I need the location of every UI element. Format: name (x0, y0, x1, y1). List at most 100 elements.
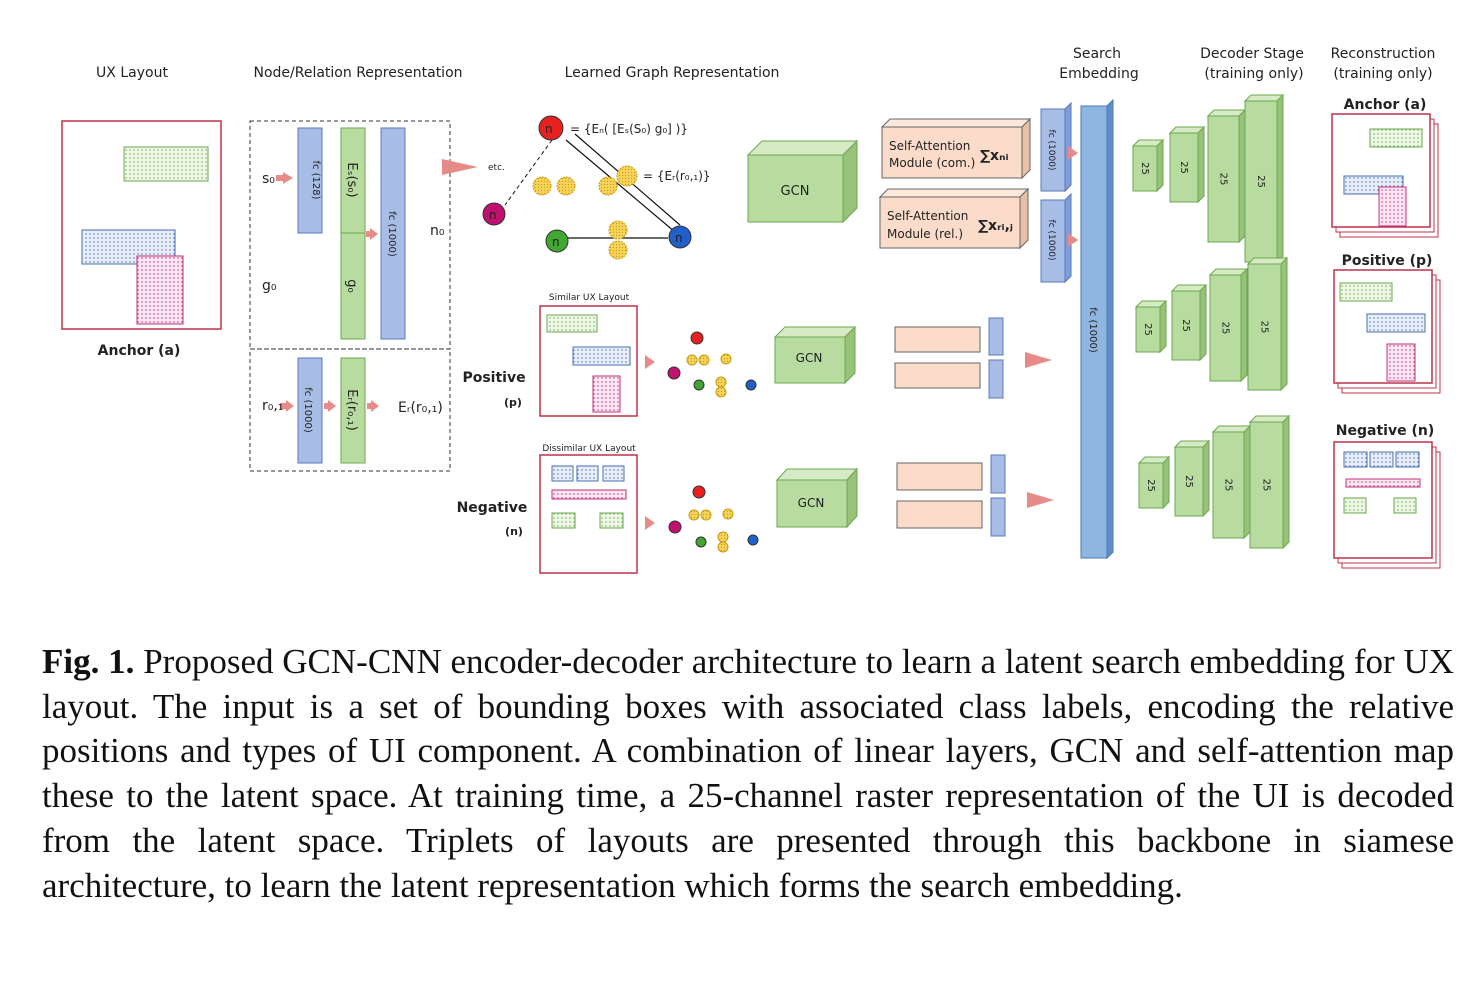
header-decoder-1: Decoder Stage (1200, 46, 1304, 62)
header-search-1: Search (1073, 46, 1121, 62)
graph-node-n2: n (552, 235, 560, 249)
negative-branch (539, 454, 1054, 574)
decoder-stage: 25 25 25 25 25 25 25 25 25 25 25 25 (1131, 93, 1291, 550)
decoder-block (1249, 421, 1284, 549)
decoder-channel-label: 25 (1261, 479, 1272, 492)
decoder-block-side (1282, 414, 1290, 550)
architecture-diagram: UX Layout Node/Relation Representation L… (61, 46, 1441, 574)
learned-graph (482, 115, 692, 260)
header-node-relation: Node/Relation Representation (253, 65, 462, 81)
decoder-block-side (1280, 256, 1288, 392)
decoder-block-side (1238, 108, 1246, 244)
fc1000-com-label: fc (1000) (1046, 130, 1056, 171)
figure-caption: Fig. 1. Proposed GCN-CNN encoder-decoder… (42, 640, 1454, 908)
decoder-block (1132, 145, 1158, 192)
decoder-block (1244, 100, 1278, 263)
gcn-negative-label: GCN (798, 496, 825, 510)
s0-label: s₀ (262, 171, 275, 187)
e01-equation: = {Eᵣ(r₀,₁)} (643, 169, 711, 183)
attention-fc (1040, 101, 1092, 284)
fc1000-rel2-label: fc (1000) (1046, 220, 1056, 261)
decoder-block-side (1243, 424, 1251, 540)
decoder-block (1138, 462, 1164, 509)
negative-label: Negative (457, 500, 528, 516)
node-representation-block (249, 120, 478, 472)
decoder-block (1207, 115, 1240, 243)
decoder-block-top (1246, 257, 1289, 265)
decoder-block-side (1240, 267, 1248, 383)
decoder-channel-label: 25 (1142, 323, 1153, 336)
search-fc-label: fc (1000) (1087, 307, 1098, 353)
r01-label: r₀,₁ (262, 398, 283, 414)
decoder-channel-label: 25 (1183, 475, 1194, 488)
gcn-main (746, 139, 859, 224)
sa-com-line1: Self-Attention (889, 139, 970, 153)
decoder-channel-label: 25 (1220, 322, 1231, 335)
self-attention-rel (878, 187, 1030, 250)
header-recon-2: (training only) (1333, 66, 1432, 82)
recon-positive-label: Positive (p) (1342, 253, 1433, 269)
fc128-label: fc (128) (310, 160, 321, 199)
sa-rel-line1: Self-Attention (887, 209, 968, 223)
header-decoder-2: (training only) (1204, 66, 1303, 82)
decoder-channel-label: 25 (1180, 319, 1191, 332)
decoder-block-side (1202, 439, 1210, 518)
sa-rel-line2: Module (rel.) (887, 227, 963, 241)
sum-rij: ∑xᵣᵢ,ⱼ (978, 218, 1013, 234)
decoder-channel-label: 25 (1145, 479, 1156, 492)
recon-negative (1333, 441, 1441, 569)
recon-positive (1333, 269, 1441, 394)
fc1000-node-label: fc (1000) (386, 211, 397, 257)
anchor-layout (61, 120, 222, 330)
decoder-block-side (1162, 455, 1170, 510)
decoder-channel-label: 25 (1223, 479, 1234, 492)
sum-ni: ∑xₙᵢ (980, 148, 1009, 164)
g0-label: g₀ (262, 278, 277, 294)
er-column-label: Eᵣ(r₀,₁) (344, 389, 359, 431)
decoder-channel-label: 25 (1255, 175, 1266, 188)
anchor-label: Anchor (a) (98, 343, 181, 359)
dissimilar-layout-label: Dissimilar UX Layout (542, 444, 636, 454)
decoder-block (1209, 274, 1242, 382)
positive-sub: (p) (504, 396, 522, 409)
figure-number: Fig. 1. (42, 642, 135, 681)
graph-node-n0: n (545, 122, 553, 136)
decoder-block (1247, 263, 1282, 391)
gcn-main-label: GCN (781, 184, 810, 199)
header-recon-1: Reconstruction (1331, 46, 1436, 62)
decoder-block (1135, 306, 1161, 353)
decoder-block-side (1197, 125, 1205, 204)
g0-column-label: g₀ (344, 279, 359, 292)
header-search-2: Embedding (1059, 66, 1138, 82)
es-label: Eₛ(s₀) (344, 162, 359, 197)
caption-text: Proposed GCN-CNN encoder-decoder archite… (42, 642, 1455, 905)
decoder-block-side (1276, 93, 1284, 264)
self-attention-com (880, 117, 1032, 180)
graph-node-n3: n (489, 208, 497, 222)
n0-equation: = {Eₙ( [Eₛ(S₀) g₀] )} (570, 122, 688, 136)
recon-anchor (1331, 113, 1439, 238)
decoder-block (1171, 290, 1201, 361)
fc1000-rel-label: fc (1000) (302, 387, 313, 433)
decoder-block-top (1248, 415, 1291, 423)
positive-branch (539, 305, 1052, 417)
decoder-channel-label: 25 (1178, 161, 1189, 174)
positive-label: Positive (462, 370, 525, 386)
similar-layout-label: Similar UX Layout (549, 293, 630, 303)
decoder-block-side (1159, 299, 1167, 354)
recon-negative-label: Negative (n) (1336, 423, 1434, 439)
decoder-block (1174, 446, 1204, 517)
graph-node-n1: n (675, 231, 683, 245)
decoder-channel-label: 25 (1259, 321, 1270, 334)
recon-anchor-label: Anchor (a) (1344, 97, 1427, 113)
decoder-channel-label: 25 (1139, 162, 1150, 175)
negative-sub: (n) (505, 525, 523, 538)
search-embedding-bar (1080, 98, 1114, 560)
etc-label: etc. (488, 163, 505, 173)
decoder-channel-label: 25 (1218, 173, 1229, 186)
header-learned-graph: Learned Graph Representation (565, 65, 780, 81)
decoder-block-side (1199, 283, 1207, 362)
decoder-block (1212, 431, 1245, 539)
sa-com-line2: Module (com.) (889, 156, 975, 170)
gcn-positive-label: GCN (796, 351, 823, 365)
